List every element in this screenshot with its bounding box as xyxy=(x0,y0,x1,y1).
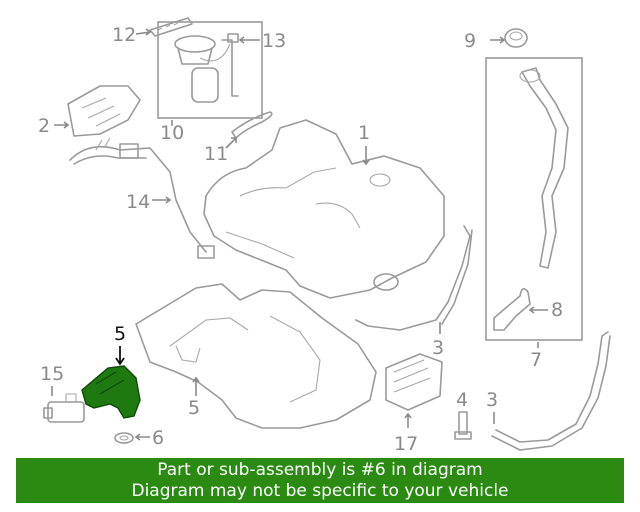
callout-11: 10 xyxy=(160,122,184,144)
part-8-filler-neck xyxy=(485,57,583,341)
part-10-cap xyxy=(504,28,528,48)
callout-1: 1 xyxy=(358,122,370,144)
callout-15: 14 xyxy=(126,191,150,213)
part-7-washer xyxy=(114,432,134,444)
part-3-strap-b xyxy=(491,331,611,451)
footer-line-2: Diagram may not be specific to your vehi… xyxy=(131,481,509,501)
part-6-bracket-highlighted xyxy=(81,365,141,419)
part-3-strap-a xyxy=(355,225,473,331)
callout-10: 9 xyxy=(464,30,476,52)
callout-2: 2 xyxy=(38,115,50,137)
callout-8: 7 xyxy=(530,349,542,371)
part-15-harness xyxy=(69,137,215,259)
footer-line-1: Part or sub-assembly is #6 in diagram xyxy=(157,460,483,480)
footer-banner: Part or sub-assembly is #6 in diagram Di… xyxy=(16,458,624,503)
callout-17: 17 xyxy=(394,433,418,455)
callout-6: 5 xyxy=(114,323,126,345)
part-16-sensor xyxy=(43,393,85,423)
callout-12: 11 xyxy=(204,143,228,165)
callout-13: 12 xyxy=(112,24,136,46)
parts-diagram: 12 13 10 11 2 14 1 xyxy=(38,17,611,455)
part-13-strip xyxy=(149,17,193,37)
callout-14: 13 xyxy=(262,30,286,52)
callout-3a: 3 xyxy=(432,337,444,359)
part-11-pump-module xyxy=(157,21,263,119)
part-12-gasket xyxy=(231,111,273,139)
callout-4: 4 xyxy=(456,389,468,411)
part-17-module xyxy=(385,353,443,411)
callout-9: 8 xyxy=(551,299,563,321)
callout-16: 15 xyxy=(40,363,64,385)
part-1-fuel-tank xyxy=(203,119,445,299)
callout-7: 6 xyxy=(152,427,164,449)
callout-3b: 3 xyxy=(486,389,498,411)
part-4-bolt xyxy=(454,411,472,440)
part-5-lower-shield xyxy=(135,283,377,429)
callout-5: 5 xyxy=(188,397,200,419)
part-2-heat-shield xyxy=(67,85,141,137)
